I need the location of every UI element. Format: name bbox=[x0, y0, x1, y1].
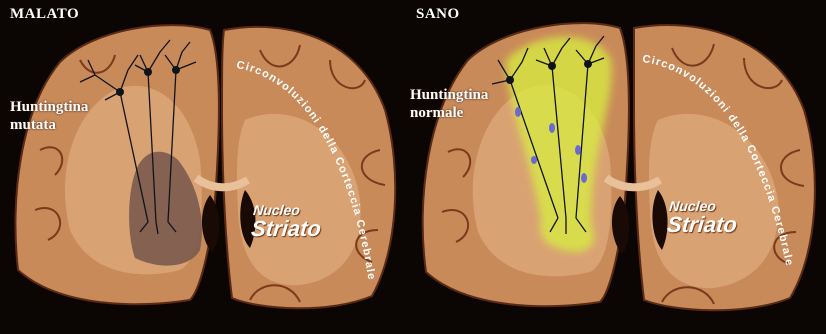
panel-healthy: Circonvoluzioni della Corteccia Cerebral… bbox=[406, 0, 826, 334]
brain-slice-healthy: Circonvoluzioni della Corteccia Cerebral… bbox=[406, 0, 826, 334]
panel-diseased: Circonvoluzioni della Corteccia Cerebral… bbox=[0, 0, 406, 334]
brain-slice-diseased: Circonvoluzioni della Corteccia Cerebral… bbox=[0, 0, 406, 334]
protein-label-line2: normale bbox=[410, 105, 463, 121]
protein-label-line1: Huntingtina bbox=[410, 87, 488, 103]
nucleus-label-line2: Striato bbox=[666, 212, 738, 238]
nucleus-label: Nucleo Striato bbox=[250, 202, 324, 242]
nucleus-label: Nucleo Striato bbox=[666, 198, 740, 238]
protein-label: Huntingtina normale bbox=[410, 86, 488, 122]
panel-title: SANO bbox=[416, 6, 460, 23]
protein-label-line1: Huntingtina bbox=[10, 99, 88, 115]
panel-title: MALATO bbox=[10, 6, 79, 23]
protein-label: Huntingtina mutata bbox=[10, 98, 88, 134]
nucleus-label-line2: Striato bbox=[250, 216, 322, 242]
protein-label-line2: mutata bbox=[10, 117, 56, 133]
